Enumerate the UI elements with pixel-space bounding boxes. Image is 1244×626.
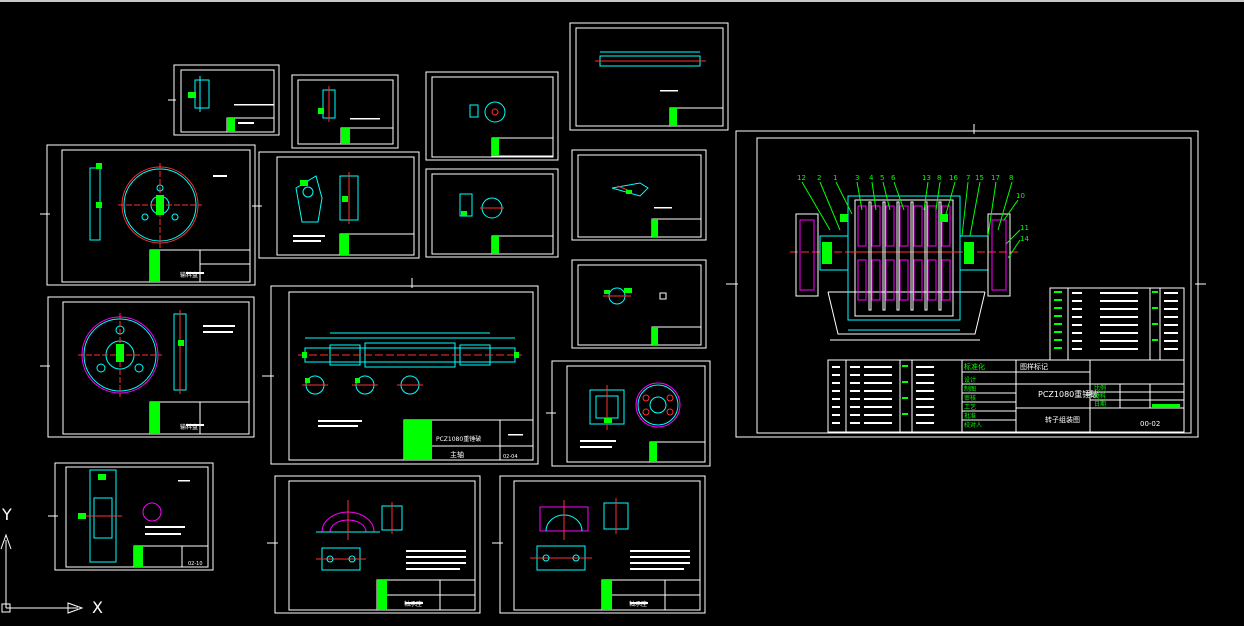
balloon: 4 [869,174,874,182]
drawing-sheet-bearing-seat-a[interactable] [267,475,481,614]
drawing-sheet-long-axle[interactable] [569,22,729,131]
balloon: 11 [1020,224,1029,232]
drawing-sheet-ring[interactable] [48,462,214,571]
balloon: 6 [891,174,896,182]
balloon: 13 [922,174,931,182]
assembly-row-label: 审核 [964,394,976,402]
balloon: 8 [1009,174,1013,182]
assembly-row-label: 工艺 [964,403,976,411]
drawing-sheet-bearing-seat-b[interactable] [492,475,706,614]
drawing-sheet-hammer[interactable] [571,149,707,241]
balloon: 7 [966,174,970,182]
x-axis-label: X [92,598,103,617]
balloon: 12 [797,174,806,182]
assembly-row-label: 校对人 [964,421,982,429]
assembly-title-block-name: PCZ1080重锤破 [1038,389,1098,399]
sheet-part-name-shaft: 主轴 [450,450,464,459]
assembly-row-label: 制图 [964,385,976,393]
balloon: 10 [1016,192,1025,200]
sheet-title-block-name: PCZ1080重锤破 [436,435,481,443]
balloon: 15 [975,174,984,182]
sheet-title-bearing-seat-a: 轴承座 [404,600,422,608]
assembly-row-label: 批准 [964,412,976,420]
balloon: 1 [833,174,837,182]
drawing-sheet-main-shaft[interactable] [262,278,539,465]
balloon: 17 [991,174,1000,182]
drawing-sheet-disc-plate-a[interactable] [40,144,256,286]
assembly-drawing-name: 转子组装图 [1045,415,1080,424]
balloon: 3 [855,174,859,182]
sheet-title-bearing-seat-b: 轴承座 [629,600,647,608]
drawing-sheet-washer[interactable] [571,259,707,349]
drawing-sheet-coupling[interactable] [546,360,711,467]
ucs-icon [0,533,84,614]
drawing-sheet-pulley[interactable] [425,71,559,161]
assembly-field-label: 材料 [1094,392,1106,400]
window-top-edge [0,0,1244,2]
drawing-sheet-disc-plate-b[interactable] [40,296,255,438]
sheet-title-disc-plate-b: 输料盘 [180,423,198,431]
sheet-title-disc-plate-a: 输料盘 [180,271,198,279]
sheet-drawing-no-ring: 02-10 [188,561,203,567]
balloon: 16 [949,174,958,182]
assembly-header-standardization: 标准化 [964,362,985,371]
sheet-drawing-no-shaft: 02-04 [503,454,518,460]
balloon: 2 [817,174,821,182]
assembly-header-drawing-mark: 图样标记 [1020,362,1048,371]
drawing-sheet-assembly[interactable]: 12 2 1 3 4 5 6 13 8 16 7 15 17 8 10 11 1… [726,124,1206,438]
balloon: 14 [1020,235,1029,243]
assembly-row-label: 设计 [964,376,976,384]
drawing-sheet-sleeve[interactable] [425,168,559,258]
assembly-field-label: 比例 [1094,384,1106,392]
balloon: 8 [937,174,941,182]
balloon: 5 [880,174,884,182]
drawing-sheet-small-b[interactable] [291,74,399,149]
y-axis-label: Y [2,505,12,524]
assembly-field-label: 日期 [1094,400,1106,408]
assembly-drawing-no: 00-02 [1140,420,1160,428]
drawing-sheet-small-a[interactable] [168,64,280,136]
drawing-sheet-bracket[interactable] [252,151,420,259]
